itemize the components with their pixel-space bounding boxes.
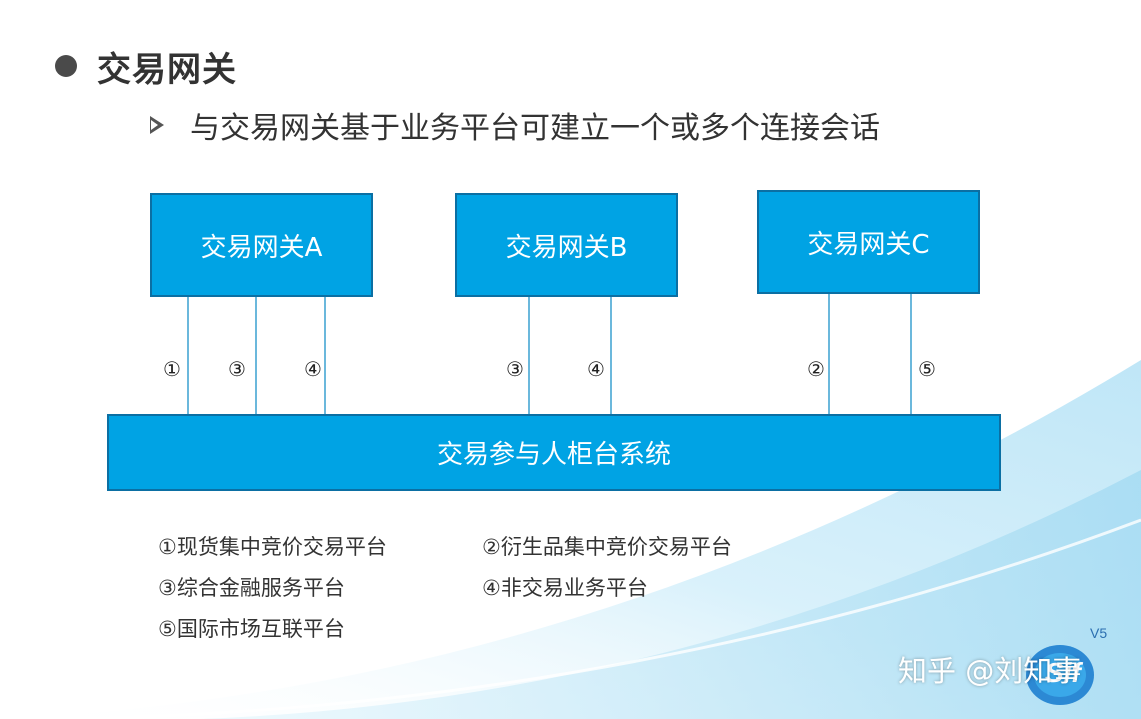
connection-line xyxy=(528,297,530,416)
logo-letters: Sif xyxy=(1045,657,1083,688)
bullet-dot-icon xyxy=(55,55,77,77)
gateway-box-a: 交易网关A xyxy=(150,193,373,297)
connection-line xyxy=(610,297,612,416)
connection-line xyxy=(828,294,830,416)
connection-label: ③ xyxy=(506,357,524,381)
legend-item: ⑤国际市场互联平台 xyxy=(158,617,345,641)
connection-line xyxy=(324,297,326,416)
connection-line xyxy=(187,297,189,416)
legend-item: ③综合金融服务平台 xyxy=(158,576,345,600)
legend-item: ①现货集中竞价交易平台 xyxy=(158,535,387,559)
gateway-box-c: 交易网关C xyxy=(757,190,980,294)
title-row: 交易网关 xyxy=(55,40,237,92)
connection-label: ① xyxy=(163,357,181,381)
connection-line xyxy=(910,294,912,416)
connection-label: ③ xyxy=(228,357,246,381)
subtitle-row: 与交易网关基于业务平台可建立一个或多个连接会话 xyxy=(150,102,880,148)
slide-subtitle: 与交易网关基于业务平台可建立一个或多个连接会话 xyxy=(190,111,880,146)
counter-system-box: 交易参与人柜台系统 xyxy=(107,414,1001,491)
connection-label: ② xyxy=(807,357,825,381)
slide-title: 交易网关 xyxy=(97,49,237,90)
connection-label: ⑤ xyxy=(918,357,936,381)
watermark-text: 知乎 @刘知事 xyxy=(898,654,1082,688)
gateway-box-b: 交易网关B xyxy=(455,193,678,297)
sif-logo-icon: Sif V5 xyxy=(1026,625,1107,705)
connection-line xyxy=(255,297,257,416)
logo-version: V5 xyxy=(1090,625,1107,641)
legend-item: ④非交易业务平台 xyxy=(482,576,648,600)
connection-label: ④ xyxy=(587,357,605,381)
legend-item: ②衍生品集中竞价交易平台 xyxy=(482,535,732,559)
connection-label: ④ xyxy=(304,357,322,381)
arrow-bullet-icon xyxy=(150,116,164,134)
